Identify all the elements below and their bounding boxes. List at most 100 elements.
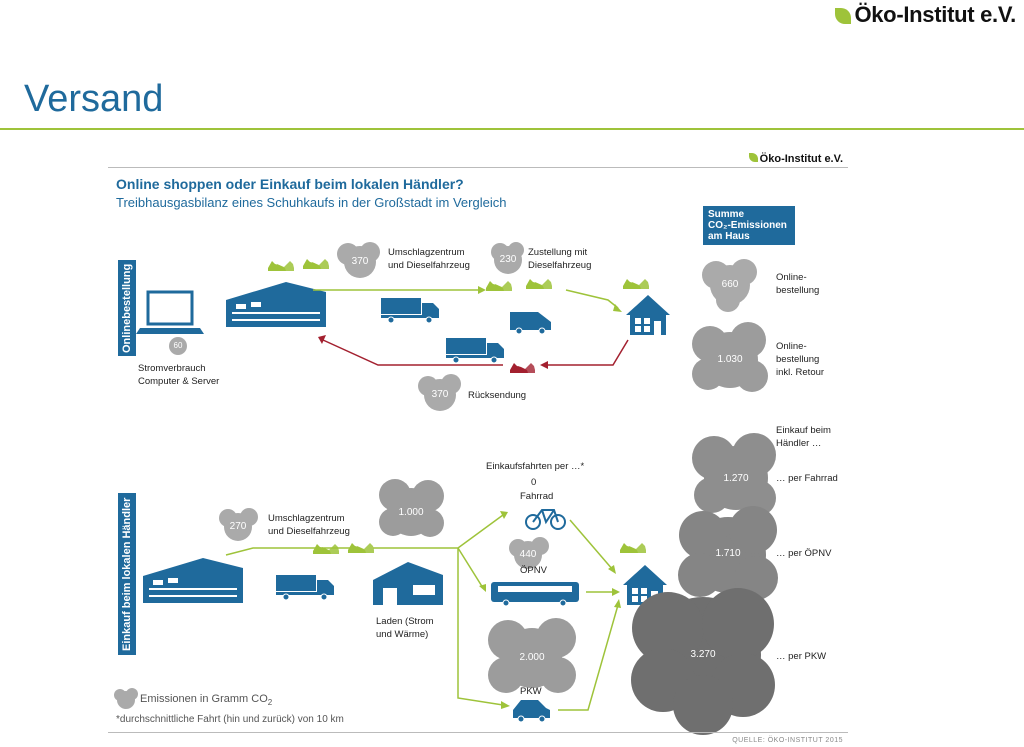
store-label: Laden (Strom und Wärme): [376, 615, 434, 641]
infographic-heading: Online shoppen oder Einkauf beim lokalen…: [116, 176, 464, 192]
van-icon: [510, 312, 551, 335]
total-bus-label: … per ÖPNV: [776, 548, 832, 559]
summary-line-1: Summe: [708, 209, 745, 220]
cloud-total-car-value: 3.270: [690, 649, 716, 660]
bike-label: Fahrrad: [520, 491, 554, 502]
arrow-to-bus: [457, 547, 484, 589]
truck-local-icon: [275, 574, 335, 601]
cloud-store-value: 1.000: [398, 507, 424, 518]
infographic-logo: Öko-Institut e.V.: [748, 153, 843, 165]
truck-return-icon: [445, 337, 505, 364]
legend-label: Emissionen in Gramm CO: [140, 693, 268, 705]
return-shoes-icon: [510, 363, 535, 373]
hub-local-label-line-2: und Dieselfahrzeug: [268, 526, 350, 537]
hub-online-label-line-1: Umschlagzentrum: [388, 247, 465, 258]
cloud-total-bus: [678, 506, 778, 600]
einkauf-label: Einkauf beim Händler …: [776, 424, 831, 450]
page-title: Versand: [24, 78, 164, 120]
hub-local-label-line-1: Umschlagzentrum: [268, 513, 345, 524]
top-rule: [108, 167, 848, 168]
laptop-icon: [136, 290, 204, 334]
cloud-total-car: [631, 588, 775, 735]
cloud-hub-online: [337, 242, 380, 278]
total-online-label: Online- bestellung: [776, 271, 819, 297]
cloud-total-online: [702, 259, 757, 312]
cloud-bus: [509, 537, 549, 569]
source-note: QUELLE: ÖKO-INSTITUT 2015: [732, 737, 843, 744]
cloud-return-value: 370: [431, 389, 449, 400]
store-icon: [373, 562, 443, 605]
cloud-total-bus-value: 1.710: [715, 548, 741, 559]
bike-value: 0: [531, 477, 537, 488]
shoes-house-local-icon: [620, 543, 646, 553]
cloud-computer-value: 60: [173, 341, 183, 350]
bus-icon: [491, 582, 579, 607]
cloud-bus-value: 440: [519, 549, 537, 560]
bus-label: ÖPNV: [520, 565, 547, 576]
hub-online-label: Umschlagzentrum und Dieselfahrzeug: [388, 246, 470, 272]
total-online-retour-line-3: inkl. Retour: [776, 367, 825, 378]
delivery-label-line-1: Zustellung mit: [528, 247, 588, 258]
shoes-local-icon-2: [348, 543, 374, 553]
footnote: *durchschnittliche Fahrt (hin und zurück…: [116, 714, 344, 725]
cloud-total-online-retour-value: 1.030: [717, 354, 743, 365]
cloud-total-online-retour: [692, 322, 768, 392]
total-bike-label: … per Fahrrad: [776, 473, 838, 484]
arrow-to-car: [457, 548, 504, 706]
trips-label: Einkaufsfahrten per …*: [486, 461, 585, 472]
logo-text: Öko-Institut e.V.: [854, 2, 1016, 27]
cloud-total-bike-value: 1.270: [723, 473, 749, 484]
legend-text: Emissionen in Gramm CO2: [140, 693, 272, 709]
total-online-label-line-1: Online-: [776, 272, 807, 283]
arrow-car-to-house: [558, 604, 619, 711]
store-label-line-2: und Wärme): [376, 629, 429, 640]
shoes-online-icon: [268, 261, 294, 271]
arrow-bike-to-house: [569, 519, 614, 571]
oeko-institut-logo: Öko-Institut e.V.: [835, 2, 1016, 28]
total-online-retour-line-2: bestellung: [776, 354, 820, 365]
shoes-online-icon-2: [303, 259, 329, 269]
return-arrow-left: [322, 339, 503, 366]
total-car-label: … per PKW: [776, 651, 827, 662]
hub-local-label: Umschlagzentrum und Dieselfahrzeug: [268, 512, 350, 538]
summary-line-2: CO₂-Emissionen: [708, 220, 787, 231]
cloud-hub-local: [219, 508, 258, 541]
cloud-car-value: 2.000: [519, 652, 545, 663]
car-label: PKW: [520, 686, 542, 697]
delivery-label: Zustellung mit Dieselfahrzeug: [528, 246, 591, 272]
computer-label-line-1: Stromverbrauch: [138, 363, 206, 374]
leaf-icon: [835, 8, 852, 24]
shoes-house-online-icon: [623, 279, 649, 289]
cloud-delivery: [491, 242, 524, 274]
house-online-icon: [626, 295, 670, 335]
bottom-rule: [108, 732, 848, 733]
arrow-delivery-to-house: [565, 289, 619, 309]
warehouse-local-icon: [143, 558, 243, 603]
title-divider: [0, 128, 1024, 130]
einkauf-label-line-1: Einkauf beim: [776, 425, 831, 436]
cloud-hub-local-value: 270: [229, 521, 247, 532]
diagram-graphics: [114, 242, 778, 735]
store-label-line-1: Laden (Strom: [376, 616, 434, 627]
cloud-return: [418, 374, 461, 411]
cloud-hub-online-value: 370: [351, 256, 369, 267]
total-online-retour-label: Online- bestellung inkl. Retour: [776, 340, 824, 379]
shoes-delivery-icon: [486, 281, 512, 291]
delivery-label-line-2: Dieselfahrzeug: [528, 260, 592, 271]
return-label: Rücksendung: [468, 390, 527, 401]
summary-box: Summe CO₂-Emissionen am Haus: [703, 206, 795, 245]
leaf-icon: [748, 153, 758, 162]
legend-subscript: 2: [267, 698, 273, 708]
total-online-retour-line-1: Online-: [776, 341, 807, 352]
cloud-computer: [169, 337, 187, 355]
cloud-store: [379, 479, 444, 537]
cloud-delivery-value: 230: [499, 254, 517, 265]
cloud-total-online-value: 660: [721, 279, 739, 290]
infographic-logo-text: Öko-Institut e.V.: [759, 153, 843, 165]
total-online-label-line-2: bestellung: [776, 285, 820, 296]
infographic-subheading: Treibhausgasbilanz eines Schuhkaufs in d…: [116, 195, 507, 210]
truck-online-icon: [380, 297, 440, 324]
legend-cloud-icon: [114, 688, 138, 709]
bicycle-icon: [525, 509, 566, 530]
car-icon: [513, 700, 550, 723]
